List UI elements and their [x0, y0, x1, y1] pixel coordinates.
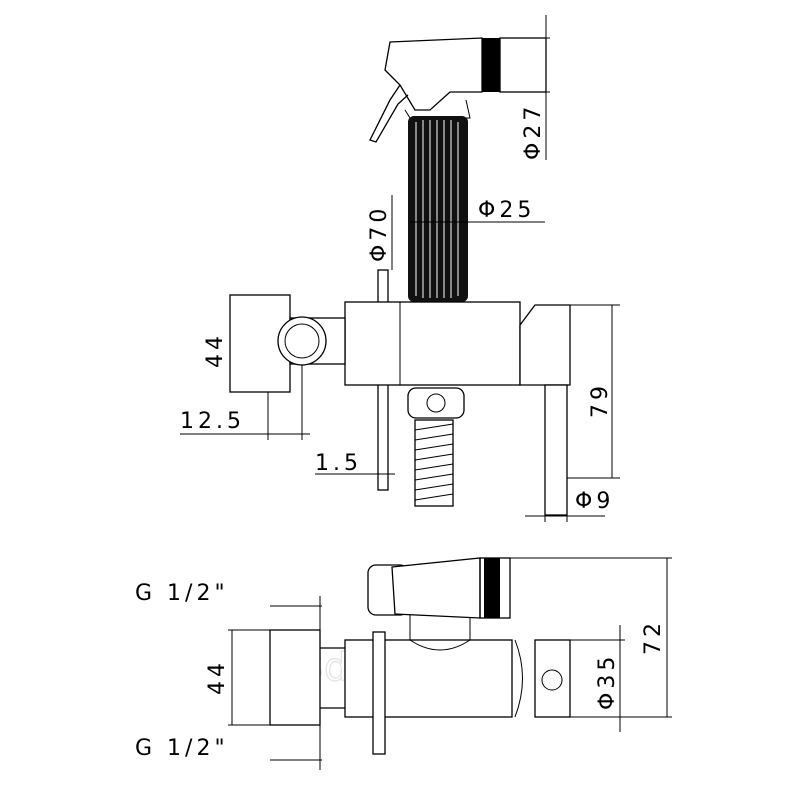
dim-thread-spacing: 44 [205, 659, 230, 695]
dim-stem-diameter: Φ9 [575, 489, 614, 514]
top-view: Φ27 Φ25 Φ70 44 12.5 1.5 79 Φ9 [180, 15, 620, 522]
dim-plate-thickness: 1.5 [315, 451, 362, 476]
dim-grip-diameter: Φ25 [478, 198, 535, 223]
dim-body-diameter: Φ35 [595, 653, 620, 710]
dim-bracket-offset: 12.5 [180, 409, 245, 434]
top-dimension-lines [180, 15, 620, 522]
ribbed-grip [408, 116, 468, 302]
dim-body-height: 79 [588, 382, 613, 418]
side-view: 3dplitka.ru G 1/2" 44 G 1/2" Φ35 72 [135, 557, 672, 770]
valve-body [344, 301, 521, 386]
side-shower-head [367, 557, 511, 619]
dim-thread-top: G 1/2" [135, 581, 229, 606]
side-dimension-lines [228, 557, 672, 770]
dim-total-height: 72 [641, 619, 666, 655]
dim-thread-bottom: G 1/2" [135, 736, 229, 761]
side-wall-plate [372, 631, 386, 755]
dim-bracket-height: 44 [203, 332, 228, 368]
thread-connector [269, 629, 321, 726]
dim-head-diameter: Φ27 [521, 103, 546, 160]
hose-connector [407, 387, 465, 419]
dim-plate-diameter: Φ70 [367, 205, 392, 262]
side-lever [534, 639, 571, 718]
side-valve-body [344, 639, 513, 718]
valve-lever [519, 304, 571, 386]
lever-stem [544, 384, 568, 516]
hose [414, 419, 454, 507]
